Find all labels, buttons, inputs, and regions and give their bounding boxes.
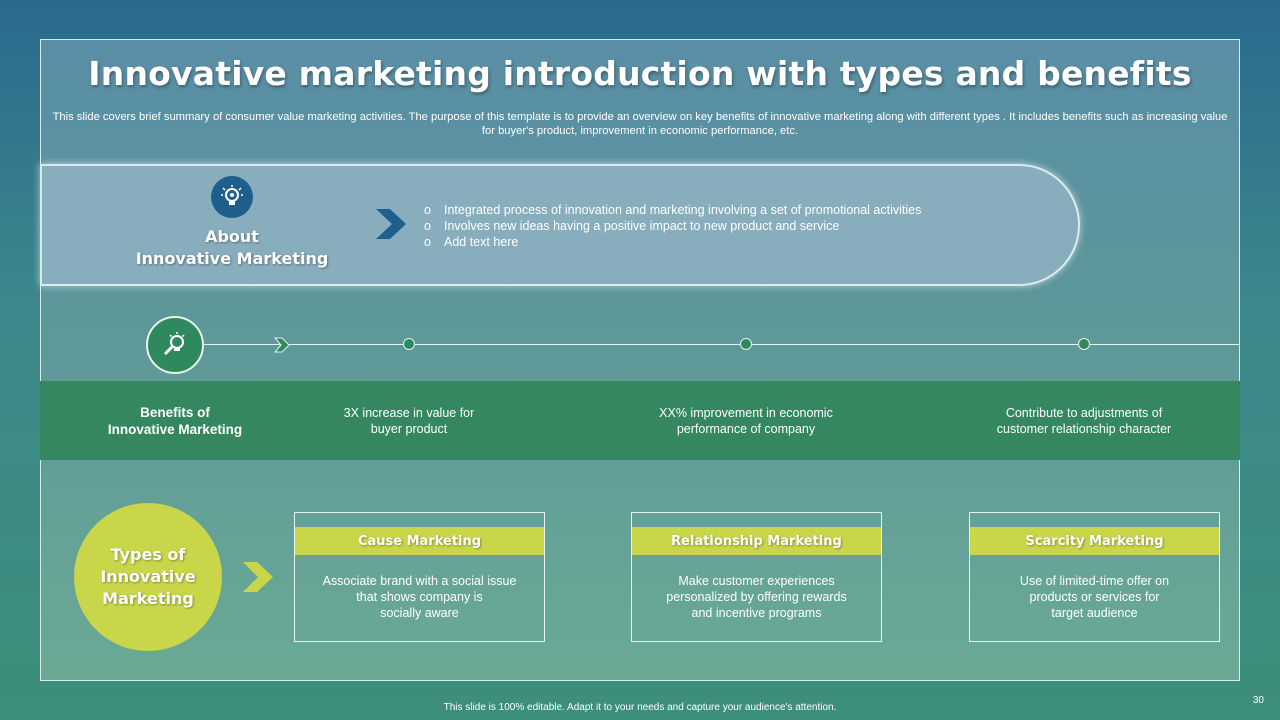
card-text-line: target audience	[1051, 606, 1138, 620]
types-label-line: Marketing	[102, 589, 194, 608]
chevron-right-icon	[273, 337, 290, 358]
benefit-line: performance of company	[676, 422, 816, 436]
about-title: About Innovative Marketing	[120, 226, 344, 270]
card-text-line: and incentive programs	[691, 606, 822, 620]
type-card-scarcity: Scarcity Marketing Use of limited-time o…	[969, 512, 1220, 642]
benefits-title-line1: Benefits of	[140, 405, 210, 420]
benefit-line: Contribute to adjustments of	[1005, 406, 1163, 420]
card-heading: Scarcity Marketing	[970, 527, 1219, 555]
benefit-line: buyer product	[370, 422, 448, 436]
timeline-dot	[403, 338, 415, 350]
card-heading: Cause Marketing	[295, 527, 544, 555]
benefit-item: XX% improvement in economic performance …	[636, 405, 856, 437]
benefits-title: Benefits of Innovative Marketing	[96, 404, 254, 438]
chevron-right-icon	[242, 561, 274, 598]
card-text-line: Use of limited-time offer on	[1019, 574, 1170, 588]
benefit-line: XX% improvement in economic	[659, 406, 833, 420]
about-bullet: Integrated process of innovation and mar…	[424, 202, 921, 218]
card-text: Associate brand with a social issue that…	[305, 573, 534, 621]
footer-note: This slide is 100% editable. Adapt it to…	[443, 702, 837, 713]
slide-subtitle: This slide covers brief summary of consu…	[52, 111, 1228, 137]
lightbulb-gear-icon	[211, 176, 253, 218]
card-text-line: Associate brand with a social issue	[322, 574, 517, 588]
type-card-cause: Cause Marketing Associate brand with a s…	[294, 512, 545, 642]
types-circle: Types of Innovative Marketing	[74, 503, 222, 651]
benefit-item: Contribute to adjustments of customer re…	[974, 405, 1194, 437]
slide-frame	[40, 39, 1240, 681]
about-bullets: Integrated process of innovation and mar…	[424, 202, 921, 250]
types-label-line: Types of	[110, 545, 186, 564]
timeline-dot	[740, 338, 752, 350]
lightbulb-magnifier-icon	[146, 316, 204, 374]
chevron-right-icon	[374, 207, 408, 246]
card-text: Use of limited-time offer on products or…	[980, 573, 1209, 621]
page-number: 30	[1252, 695, 1264, 706]
card-text-line: products or services for	[1029, 590, 1160, 604]
timeline-dot	[1078, 338, 1090, 350]
benefit-item: 3X increase in value for buyer product	[299, 405, 519, 437]
card-text: Make customer experiences personalized b…	[642, 573, 871, 621]
card-text-line: that shows company is	[356, 590, 483, 604]
card-text-line: socially aware	[380, 606, 459, 620]
type-card-relationship: Relationship Marketing Make customer exp…	[631, 512, 882, 642]
card-text-line: Make customer experiences	[678, 574, 835, 588]
about-title-line1: About	[205, 227, 259, 246]
card-heading: Relationship Marketing	[632, 527, 881, 555]
card-text-line: personalized by offering rewards	[666, 590, 847, 604]
benefit-line: 3X increase in value for	[343, 406, 475, 420]
types-label-line: Innovative	[100, 567, 196, 586]
about-bullet: Involves new ideas having a positive imp…	[424, 218, 921, 234]
timeline-line	[204, 344, 1240, 345]
benefit-line: customer relationship character	[996, 422, 1172, 436]
about-title-line2: Innovative Marketing	[135, 249, 329, 268]
types-label: Types of Innovative Marketing	[88, 544, 208, 610]
benefits-title-line2: Innovative Marketing	[107, 422, 243, 437]
benefits-band	[40, 381, 1240, 460]
about-bullet: Add text here	[424, 234, 921, 250]
slide-title: Innovative marketing introduction with t…	[88, 54, 1192, 93]
